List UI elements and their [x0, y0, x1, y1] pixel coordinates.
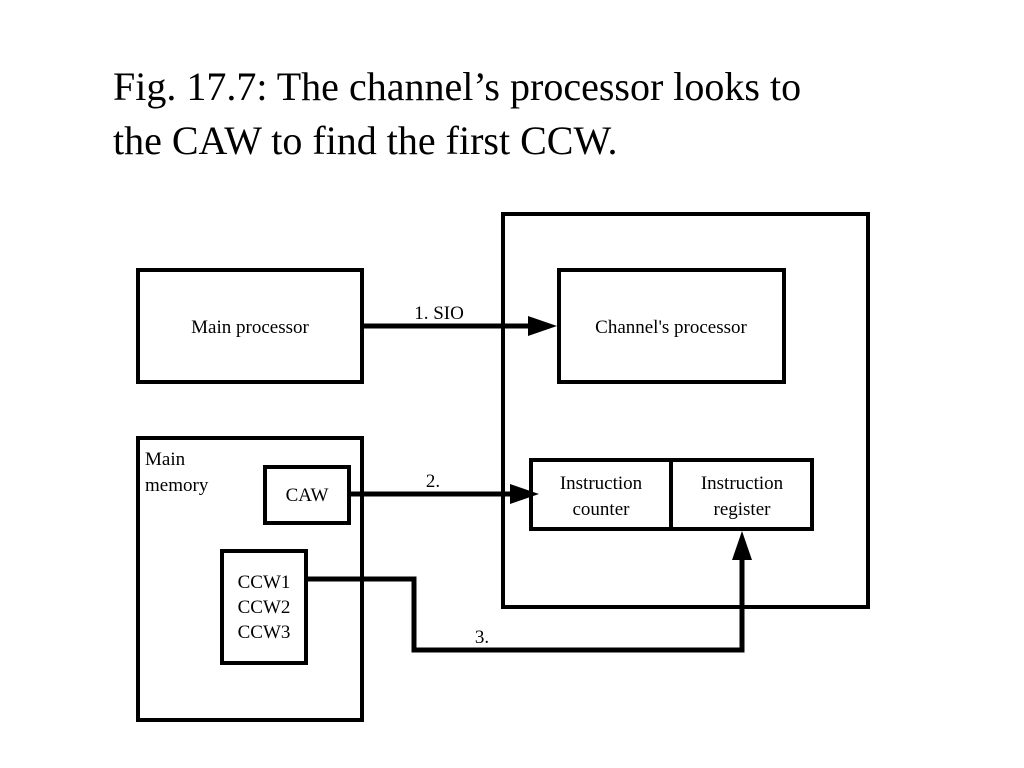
slide-title: Fig. 17.7: The channel’s processor looks… [113, 60, 963, 168]
arrow-ccw-label: 3. [475, 627, 489, 648]
arrow-sio-label: 1. SIO [414, 303, 464, 324]
channel-processor-node: Channel's processor [557, 268, 786, 384]
channel-processor-label: Channel's processor [595, 317, 747, 338]
main-memory-label-line-1: Main [145, 449, 186, 470]
instruction-register-label-line-2: register [714, 499, 772, 520]
caw-label: CAW [286, 485, 329, 506]
arrow-ccw-head [732, 531, 752, 560]
instruction-unit-node: Instruction counter Instruction register [529, 458, 814, 531]
main-processor-node: Main processor [136, 268, 364, 384]
title-line-2: the CAW to find the first CCW. [113, 118, 618, 163]
caw-node: CAW [263, 465, 351, 525]
ccw3-label: CCW3 [238, 622, 291, 643]
ccw-node: CCW1 CCW2 CCW3 [220, 549, 308, 665]
title-line-1: Fig. 17.7: The channel’s processor looks… [113, 64, 802, 109]
arrow-caw-label: 2. [426, 471, 440, 492]
arrow-caw: 2. [349, 471, 539, 504]
arrow-sio: 1. SIO [362, 303, 557, 336]
ccw-box [220, 549, 308, 665]
ccw1-label: CCW1 [238, 572, 291, 593]
main-processor-label: Main processor [191, 317, 309, 338]
main-memory-label-line-2: memory [145, 475, 209, 496]
instruction-counter-label-line-2: counter [573, 499, 631, 520]
ccw2-label: CCW2 [238, 597, 291, 618]
channel-processor-box [557, 268, 786, 384]
channel-box [501, 212, 870, 609]
instruction-counter-label-line-1: Instruction [560, 473, 643, 494]
arrow-sio-head [528, 316, 557, 336]
arrow-ccw-line [306, 558, 745, 653]
instruction-register-label-line-1: Instruction [701, 473, 784, 494]
arrow-caw-head [510, 484, 539, 504]
arrow-ccw: 3. [306, 531, 752, 653]
